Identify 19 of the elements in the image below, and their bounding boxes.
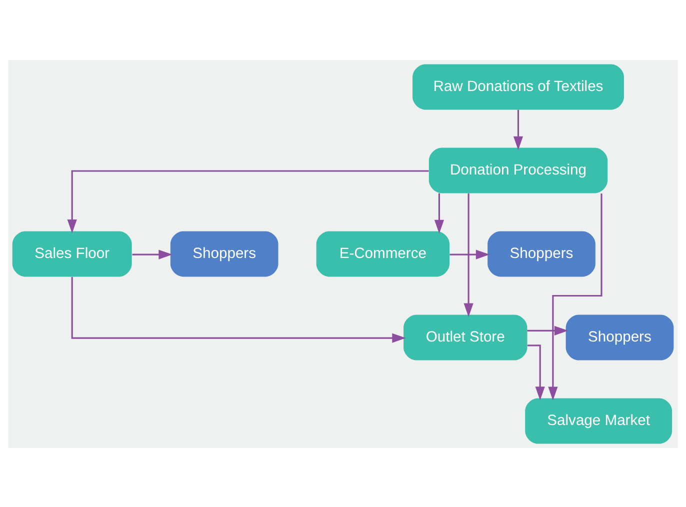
node-box: Salvage Market	[525, 398, 672, 444]
arrow	[67, 170, 429, 233]
node-box: Raw Donations of Textiles	[412, 64, 624, 110]
node-box: Outlet Store	[404, 314, 528, 360]
arrow	[71, 276, 406, 342]
node-box: Shoppers	[488, 230, 596, 276]
arrow	[434, 192, 444, 234]
node-box: Donation Processing	[428, 147, 608, 193]
node-box: Shoppers	[566, 314, 674, 360]
node-box: Sales Floor	[12, 230, 132, 276]
arrow	[527, 344, 545, 400]
node-box: E-Commerce	[316, 230, 450, 276]
arrow	[132, 249, 172, 259]
node-box: Shoppers	[170, 230, 278, 276]
arrow	[450, 249, 490, 259]
arrow	[513, 109, 524, 150]
arrow	[464, 192, 474, 317]
arrow	[527, 325, 568, 335]
arrow	[548, 192, 602, 400]
